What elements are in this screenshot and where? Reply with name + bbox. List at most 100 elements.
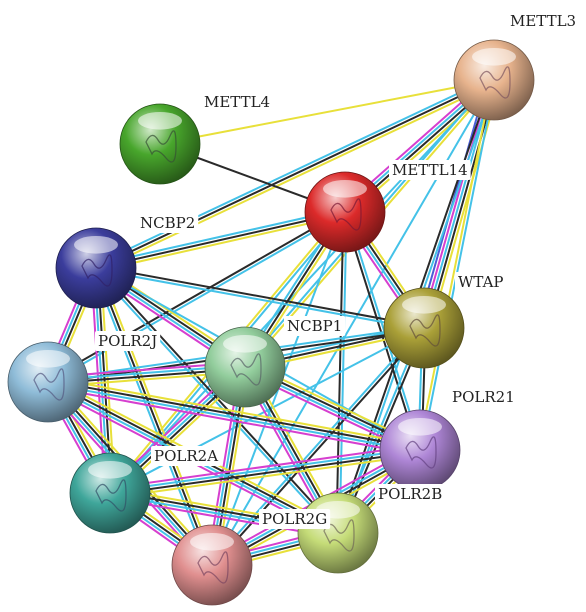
label-background [151, 446, 222, 466]
edge-mettl3-ncbp2 [93, 76, 497, 272]
protein-structure-icon [95, 479, 127, 512]
node-polr2g[interactable] [171, 524, 253, 606]
label-ncbp2: NCBP2 [137, 213, 199, 233]
node-label-text: NCBP1 [287, 317, 342, 335]
edge-line-cyan [209, 325, 424, 565]
node-ncbp1[interactable] [204, 326, 286, 408]
label-background [284, 316, 346, 336]
edge-line-cyan [93, 76, 494, 267]
edge-line-black [95, 211, 346, 269]
edge-line-black [426, 79, 499, 330]
edge-line-yellow [95, 214, 347, 273]
label-background [375, 484, 446, 504]
sphere-highlight [402, 296, 446, 314]
edge-line-cyan [94, 268, 425, 331]
edge-mettl3-polr21 [417, 78, 497, 452]
label-background [507, 11, 580, 31]
node-mettl4[interactable] [119, 103, 201, 185]
protein-structure-icon [145, 130, 177, 163]
protein-structure-icon [230, 353, 262, 386]
sphere-highlight [323, 180, 367, 198]
node-label-text: POLR2G [262, 510, 327, 528]
edge-line-yellow [417, 78, 494, 451]
edge-line-cyan [109, 79, 495, 494]
label-polr2b: POLR2B [375, 484, 446, 504]
node-label-text: METTL14 [392, 161, 468, 179]
edge-mettl3-mettl4 [159, 79, 495, 145]
sphere-highlight [26, 350, 70, 368]
edge-line-black [109, 450, 422, 496]
node-label-text: POLR2B [378, 485, 442, 503]
edge-ncbp2-wtap [94, 265, 426, 331]
label-background [389, 160, 471, 180]
node-label-text: POLR2J [98, 332, 157, 350]
node-mettl14[interactable] [304, 171, 386, 253]
sphere-highlight [190, 533, 234, 551]
edge-line-magenta [46, 385, 421, 456]
node-label-text: POLR21 [452, 388, 515, 406]
sphere-highlight [88, 461, 132, 479]
node-polr2a[interactable] [69, 452, 151, 534]
edge-line-cyan [420, 79, 497, 452]
edge-ncbp2-polr2g [92, 265, 216, 568]
edge-line-cyan [47, 212, 347, 385]
node-label-text: METTL3 [510, 12, 576, 30]
node-label-text: NCBP2 [140, 214, 195, 232]
sphere-highlight [398, 418, 442, 436]
sphere-highlight [223, 335, 267, 353]
edge-line-black [212, 328, 427, 568]
node-polr2j[interactable] [7, 341, 89, 423]
protein-nodes [7, 39, 535, 606]
label-mettl14: METTL14 [389, 160, 471, 180]
protein-structure-icon [33, 368, 65, 401]
edge-line-yellow [109, 453, 422, 499]
node-polr2b[interactable] [297, 492, 379, 574]
edge-line-yellow [159, 79, 495, 145]
edge-line-magenta [108, 444, 421, 490]
sphere-highlight [138, 112, 182, 130]
node-wtap[interactable] [383, 287, 465, 369]
protein-structure-icon [81, 254, 113, 287]
protein-structure-icon [330, 198, 362, 231]
sphere-highlight [472, 48, 516, 66]
node-polr21[interactable] [379, 409, 461, 491]
label-mettl4: METTL4 [201, 92, 274, 112]
edge-line-black [95, 267, 213, 566]
protein-structure-icon [409, 314, 441, 347]
label-mettl3: METTL3 [507, 11, 580, 31]
edge-polr21-polr2a [108, 444, 422, 499]
protein-structure-icon [479, 66, 511, 99]
node-ncbp2[interactable] [55, 227, 137, 309]
label-background [95, 331, 161, 351]
edge-line-yellow [97, 265, 216, 565]
edge-line-yellow [96, 81, 497, 272]
edge-mettl3-polr2a [109, 79, 495, 494]
node-label-text: WTAP [458, 273, 504, 291]
edge-line-cyan [338, 211, 348, 535]
label-background [201, 92, 274, 112]
label-polr2j: POLR2J [95, 331, 161, 351]
label-background [455, 272, 507, 292]
sphere-highlight [74, 236, 118, 254]
edge-line-cyan [46, 382, 421, 453]
edge-polr2j-polr21 [46, 376, 422, 456]
edge-mettl14-ncbp2 [94, 207, 347, 273]
edge-line-black [95, 79, 495, 269]
protein-structure-icon [405, 436, 437, 469]
node-label-text: POLR2A [154, 447, 218, 465]
edge-line-cyan [92, 268, 211, 568]
label-background [449, 387, 518, 407]
edge-line-yellow [47, 376, 422, 447]
edge-line-black [342, 211, 420, 452]
label-polr2a: POLR2A [151, 446, 222, 466]
edge-line-cyan [108, 447, 421, 493]
label-background [259, 509, 331, 529]
edge-wtap-polr2g [209, 325, 427, 568]
label-polr2g: POLR2G [259, 509, 331, 529]
node-mettl3[interactable] [453, 39, 535, 121]
protein-structure-icon [323, 519, 355, 552]
label-ncbp1: NCBP1 [284, 316, 346, 336]
edge-line-yellow [429, 80, 502, 331]
